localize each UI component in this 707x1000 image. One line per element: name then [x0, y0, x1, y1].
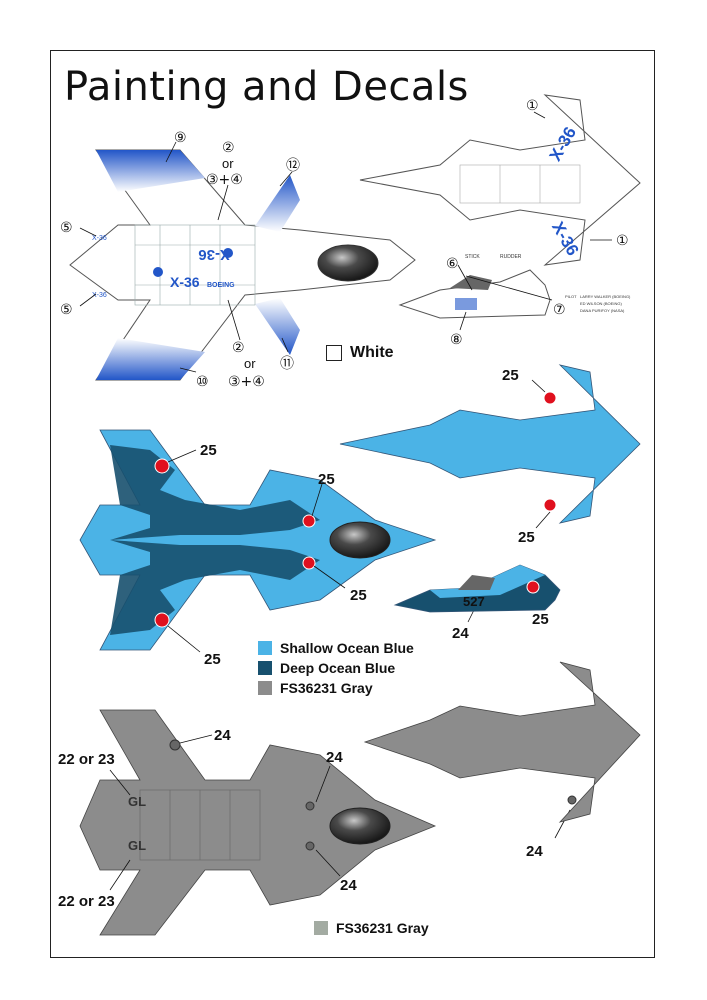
white-bottom-view: X-36 X-36 — [359, 94, 641, 266]
canopy — [317, 244, 379, 282]
legend-label: Deep Ocean Blue — [280, 660, 396, 676]
callout-22-23-a: 22 or 23 — [58, 751, 115, 768]
legend-gray-label: FS36231 Gray — [336, 920, 429, 936]
callout-3-4a: ③+④ — [206, 172, 243, 188]
leading-edge-blue-left — [96, 150, 205, 192]
tail-code-b: GL — [128, 838, 146, 853]
crew-name-3: DANA PURIFOY (NASA) — [580, 308, 625, 313]
swatch-shallow-ocean-blue — [258, 641, 272, 655]
side-number: 527 — [463, 594, 485, 609]
legend-gray: FS36231 Gray — [314, 920, 429, 936]
swatch-white — [326, 345, 342, 361]
x36-wing-decal-b: X-36 — [92, 292, 107, 299]
leading-edge-blue-right — [96, 338, 205, 380]
callout-25-c: 25 — [350, 587, 367, 604]
legend-label: FS36231 Gray — [280, 680, 373, 696]
callout-2b: ② — [232, 340, 245, 356]
x36-decal-lower: X-36 — [170, 274, 200, 290]
legend-label: Shallow Ocean Blue — [280, 640, 414, 656]
callout-8: ⑧ — [450, 332, 463, 348]
canard-blue-lower — [255, 298, 300, 355]
legend-white-label: White — [350, 344, 394, 361]
callout-25-e: 25 — [502, 367, 519, 384]
callout-22-23-b: 22 or 23 — [58, 893, 115, 910]
callout-5b: ⑤ — [60, 302, 73, 318]
swatch-fs36231-gray — [258, 681, 272, 695]
nasa-meatball-left — [153, 267, 163, 277]
gray-bottom-view — [363, 661, 641, 823]
callout-25-g: 25 — [532, 611, 549, 628]
or-label-a: or — [222, 156, 234, 171]
legend-item: Deep Ocean Blue — [258, 660, 414, 676]
nasa-meatball-right — [223, 248, 233, 258]
callout-1a: ① — [526, 98, 539, 114]
or-label-b: or — [244, 356, 256, 371]
x36-decal-upper: X-36 — [198, 246, 230, 263]
callout-24-b: 24 — [326, 749, 343, 766]
white-top-callouts — [79, 141, 293, 373]
swatch-deep-ocean-blue — [258, 661, 272, 675]
callout-6: ⑥ — [446, 256, 459, 272]
tail-code-a: GL — [128, 794, 146, 809]
callout-25-f: 25 — [518, 529, 535, 546]
legend-item: FS36231 Gray — [258, 680, 414, 696]
callout-12: ⑫ — [286, 158, 300, 174]
callout-25-b: 25 — [318, 471, 335, 488]
callout-3-4b: ③+④ — [228, 374, 265, 390]
white-top-view: X-36 X-36 BOEING X-36 X-36 — [69, 149, 416, 381]
canard-blue-upper — [255, 175, 300, 232]
callout-25-a: 25 — [200, 442, 217, 459]
crew-name-1: LARRY WALKER (BOEING) — [580, 294, 631, 299]
rudder-label: RUDDER — [500, 254, 522, 260]
legend-item: Shallow Ocean Blue — [258, 640, 414, 656]
blue-top-view — [79, 429, 437, 651]
callout-9: ⑨ — [174, 130, 187, 146]
stick-label: STICK — [465, 254, 480, 260]
blue-bottom-view — [339, 364, 641, 524]
blue-side-view: 527 — [393, 564, 561, 613]
callout-5a: ⑤ — [60, 220, 73, 236]
callout-11: ⑪ — [280, 356, 294, 372]
swatch-fs36231-gray — [314, 921, 328, 935]
pilot-label: PILOT — [565, 294, 577, 299]
callout-1b: ① — [616, 233, 629, 249]
callout-25-d: 25 — [204, 651, 221, 668]
callout-24-side: 24 — [452, 625, 469, 642]
page-title: Painting and Decals — [64, 64, 469, 110]
legend-blue: Shallow Ocean Blue Deep Ocean Blue FS362… — [258, 640, 414, 696]
boeing-decal: BOEING — [207, 282, 235, 289]
blue-insignia-top — [154, 458, 316, 628]
legend-white: White — [326, 344, 394, 362]
x36-wing-decal-a: X-36 — [92, 235, 107, 242]
crew-name-2: ED WILSON (BOEING) — [580, 301, 622, 306]
callout-24-c: 24 — [340, 877, 357, 894]
callout-7: ⑦ — [553, 302, 566, 318]
white-side-view — [398, 269, 551, 319]
callout-2a: ② — [222, 140, 235, 156]
callout-24-a: 24 — [214, 727, 231, 744]
callout-24-d: 24 — [526, 843, 543, 860]
callout-10: ⑩ — [196, 374, 209, 390]
gray-top-view: GL GL — [79, 709, 437, 936]
